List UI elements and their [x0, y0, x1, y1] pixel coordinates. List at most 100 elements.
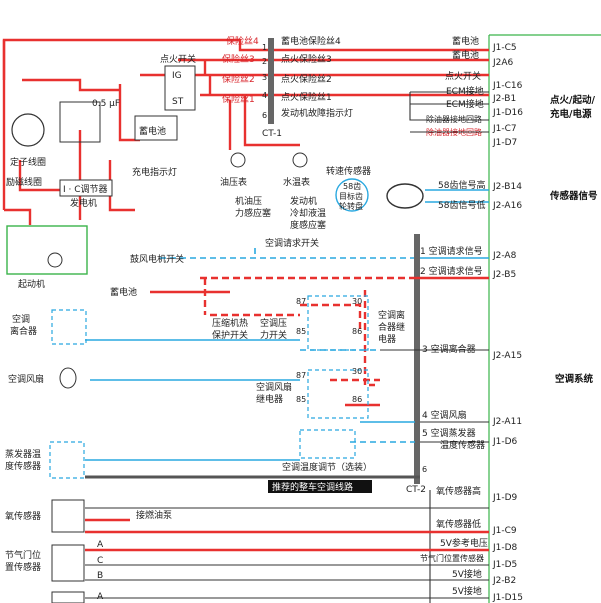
pin-j1-c9: J1-C9 — [492, 526, 517, 536]
lower-pin-a: A — [97, 592, 104, 602]
fuse-label-3: 保险丝3 — [222, 53, 255, 65]
fuse-block: 保险丝4 保险丝3 保险丝2 保险丝1 1 2 3 4 6 CT-1 蓄电池保险… — [222, 35, 353, 139]
ct1-line-3: 点火保险丝2 — [281, 73, 332, 85]
evap-sensor-label-2: 度传感器 — [5, 460, 41, 472]
oil-gauge-icon — [230, 152, 246, 168]
lower-labels: 氧传感器 接燃油泵 氧传感器高 氧传感器低 5V参考电压 节气门位置传感器 5V… — [5, 485, 488, 603]
lower-wiring — [85, 490, 489, 603]
ac-wiring — [85, 234, 489, 484]
ignition-switch-label: 点火开关 — [160, 53, 196, 65]
pin-j1-d15: J1-D15 — [492, 593, 523, 603]
ignition-switch-box — [164, 65, 196, 111]
pin-j1-d7: J1-D7 — [492, 138, 517, 148]
relay2-86: 86 — [352, 395, 362, 404]
generator-label: 发电机 — [70, 197, 97, 209]
tps-pin-b: B — [97, 571, 103, 581]
pin-j1-d9: J1-D9 — [492, 493, 518, 503]
starter-label: 起动机 — [18, 278, 45, 290]
ct1-pin-6: 6 — [262, 111, 267, 120]
clutch-relay-box — [307, 295, 369, 351]
relay2-30: 30 — [352, 367, 362, 376]
power-wiring — [2, 38, 489, 225]
comp-switch-label-2: 保护开关 — [212, 329, 248, 341]
ac-request-1: 1 空调请求信号 — [420, 245, 483, 257]
fan-relay-label-2: 继电器 — [256, 393, 283, 405]
gnd-2-label: 5V接地 — [452, 585, 482, 597]
pin-j1-d6: J1-D6 — [492, 437, 518, 447]
capacitor-label: 0.5 μF — [92, 99, 120, 109]
fan-label: 空调风扇 — [8, 373, 44, 385]
tps-label-1: 节气门位 — [5, 549, 41, 561]
st-label: ST — [172, 97, 184, 107]
charge-lamp-label: 充电指示灯 — [132, 166, 177, 178]
starter-box — [6, 225, 88, 275]
generator-block: 定子线圈 0.5 μF 励磁线圈 I · C调节器 发电机 充电指示灯 — [6, 99, 177, 209]
pin-j1-c5: J1-C5 — [492, 43, 517, 53]
fan-switch-label: 鼓风电机开关 — [130, 253, 184, 265]
ig-label: IG — [172, 71, 182, 81]
ct1-label: CT-1 — [262, 129, 282, 139]
tps-pin-c: C — [97, 556, 103, 566]
starter-block: 起动机 — [6, 225, 88, 290]
group-power-line-2: 充电/电源 — [550, 108, 592, 120]
ac-clutch-signal: 3 空调离合器 — [422, 343, 476, 355]
clutch-relay-label-2: 合器继 — [378, 321, 405, 333]
ic-regulator-box — [59, 179, 113, 197]
tooth-wheel-label-3: 轮转盘 — [339, 201, 363, 211]
o2-high-label: 氧传感器高 — [436, 485, 481, 497]
sensor-block: 油压表 水温表 机油压 力感应塞 发动机 冷却液温 度感应塞 转速传感器 58齿… — [220, 152, 489, 231]
starter-motor-icon — [47, 252, 63, 268]
pin-j2-b1: J2-B1 — [492, 94, 516, 104]
fuse-label-4: 保险丝4 — [226, 35, 259, 47]
fan-icon — [59, 367, 77, 389]
evap-temp-signal-2: 温度传感器 — [440, 439, 485, 451]
pin-j2a6: J2A6 — [492, 58, 514, 68]
ct1-pin-2: 2 — [262, 57, 267, 66]
pin-j2-a16: J2-A16 — [492, 201, 522, 211]
speed-sensor-label: 转速传感器 — [326, 165, 371, 177]
temp-adjust-box — [299, 429, 356, 459]
banner-label: 推荐的整车空调线路 — [272, 481, 353, 493]
ac-battery-label: 蓄电池 — [110, 286, 137, 298]
pin-j1-d8: J1-D8 — [492, 543, 518, 553]
ac-clutch-box — [51, 309, 87, 345]
evap-sensor-box — [49, 441, 85, 479]
tooth-wheel-label: 58齿 — [343, 182, 361, 191]
ecm-label-battery-2: 蓄电池 — [452, 49, 479, 61]
pin-j1-d16: J1-D16 — [492, 108, 523, 118]
ac-fan-signal: 4 空调风扇 — [422, 409, 467, 421]
ct1-line-4: 点火保险丝1 — [281, 91, 332, 103]
ecm-border — [488, 34, 601, 603]
ct1-pin-3: 3 — [262, 73, 267, 82]
oil-gauge-label: 油压表 — [220, 176, 247, 188]
pin-j2-a15: J2-A15 — [492, 351, 522, 361]
ac-clutch-label-1: 空调 — [12, 313, 30, 325]
pin-labels: J1-C5 J2A6 J1-C16 J2-B1 J1-D16 J1-C7 J1-… — [492, 43, 523, 603]
coolant-sensor-label-3: 度感应塞 — [290, 219, 326, 231]
battery-box — [134, 115, 178, 141]
ac-clutch-label-2: 离合器 — [10, 325, 37, 337]
ct1-line-1: 蓄电池保险丝4 — [281, 35, 341, 47]
tooth-wheel-label-2: 目标齿 — [339, 191, 363, 201]
relay1-85: 85 — [296, 327, 306, 336]
clutch-relay-label-1: 空调离 — [378, 309, 405, 321]
group-ac: 空调系统 — [555, 373, 594, 385]
relay2-85: 85 — [296, 395, 306, 404]
comp-switch-label-1: 压缩机热 — [212, 317, 248, 329]
ac-request-2: 2 空调请求信号 — [420, 265, 483, 277]
pin-j1-c16: J1-C16 — [492, 81, 523, 91]
fuse-label-2: 保险丝2 — [222, 73, 255, 85]
ct1-line-2: 点火保险丝3 — [281, 53, 332, 65]
evap-sensor-label-1: 蒸发器温 — [5, 448, 41, 460]
ct1-pin-1: 1 — [262, 43, 267, 52]
ignition-block: 点火开关 IG ST 蓄电池 — [134, 53, 196, 141]
excitation-coil-label: 励磁线圈 — [6, 176, 42, 188]
ct1-pin-4: 4 — [262, 91, 267, 100]
clutch-relay-label-3: 电器 — [378, 333, 396, 345]
fan-relay-box — [307, 369, 369, 419]
pressure-switch-label-1: 空调压 — [260, 317, 287, 329]
ct1-connector — [268, 38, 274, 124]
tooth-wheel-icon — [335, 178, 369, 212]
group-sensor: 传感器信号 — [549, 190, 598, 202]
